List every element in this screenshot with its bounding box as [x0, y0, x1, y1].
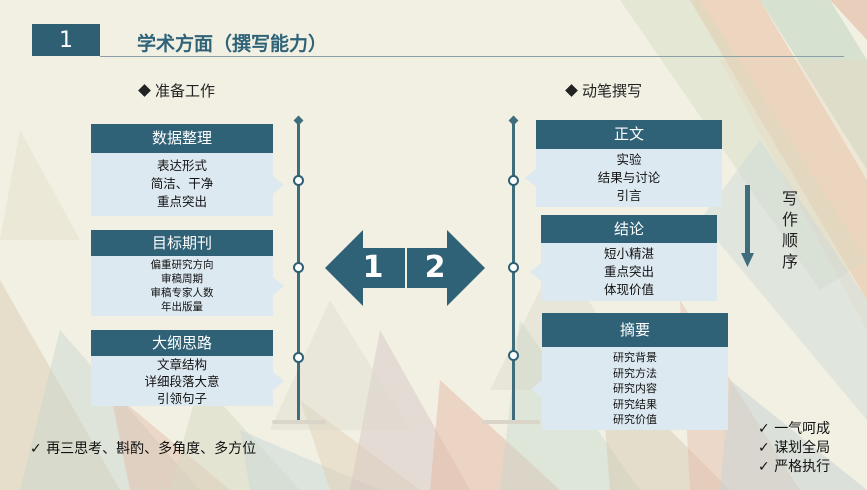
- right-arrow-shape: [407, 230, 485, 306]
- right-timeline-node: [508, 262, 519, 273]
- card-pointer: [525, 169, 536, 187]
- arrow-label-left: 1: [362, 250, 384, 285]
- left-timeline-base: [272, 420, 326, 424]
- right-section-title: 动笔撰写: [565, 80, 643, 101]
- down-arrow-icon: [741, 185, 754, 267]
- card-item: 短小精湛: [603, 246, 654, 261]
- left-section-label: 准备工作: [155, 82, 216, 100]
- card-pointer: [531, 379, 542, 398]
- card-data-organize: 数据整理 表达形式 简洁、干净 重点突出: [91, 124, 284, 216]
- page-title: 学术方面（撰写能力）: [137, 33, 328, 55]
- card-abstract: 摘要 研究背景 研究方法 研究内容 研究结果 研究价值: [531, 313, 728, 430]
- card-title: 大纲思路: [91, 330, 273, 356]
- card-item: 表达形式: [156, 158, 207, 173]
- check-icon: ✓: [758, 440, 775, 456]
- card-pointer: [530, 263, 541, 281]
- checklist-item: 一气呵成: [774, 421, 831, 437]
- card-title: 结论: [541, 215, 717, 243]
- check-icon: ✓: [758, 421, 775, 437]
- diamond-bullet-icon: [565, 84, 578, 97]
- card-title: 摘要: [542, 313, 728, 347]
- bottom-right-checklist: ✓ 一气呵成 ✓ 谋划全局 ✓ 严格执行: [758, 420, 830, 477]
- card-item: 体现价值: [603, 282, 654, 297]
- left-timeline-node: [293, 262, 304, 273]
- card-item: 年出版量: [161, 301, 203, 313]
- double-arrow-icon: [325, 230, 485, 306]
- card-item: 研究结果: [613, 397, 657, 411]
- card-item: 研究内容: [613, 382, 657, 395]
- card-title: 数据整理: [91, 124, 273, 153]
- check-icon: ✓: [758, 459, 775, 475]
- left-timeline-node: [293, 352, 304, 363]
- card-conclusion: 结论 短小精湛 重点突出 体现价值: [530, 215, 717, 301]
- card-item: 实验: [616, 152, 642, 167]
- left-timeline-node: [293, 175, 304, 186]
- left-arrow-shape: [325, 230, 405, 306]
- card-main-text: 正文 实验 结果与讨论 引言: [525, 120, 722, 207]
- card-title: 正文: [536, 120, 722, 149]
- card-pointer: [273, 175, 284, 194]
- checklist-item: 严格执行: [774, 459, 831, 475]
- card-item: 详细段落大意: [144, 374, 220, 389]
- card-item: 研究背景: [613, 351, 657, 364]
- title-underline: [100, 56, 844, 57]
- right-timeline-node: [508, 175, 519, 186]
- bottom-left-note: ✓ 再三思考、斟酌、多角度、多方位: [30, 441, 257, 457]
- check-icon: ✓: [30, 441, 47, 457]
- card-pointer: [273, 277, 284, 295]
- card-item: 审稿专家人数: [150, 287, 214, 299]
- card-outline: 大纲思路 文章结构 详细段落大意 引领句子: [91, 330, 284, 406]
- card-item: 研究方法: [613, 366, 657, 380]
- writing-order-label: 写 作 顺 序: [781, 189, 798, 271]
- card-item: 文章结构: [156, 357, 207, 372]
- left-section-title: 准备工作: [138, 80, 216, 101]
- card-item: 审稿周期: [161, 273, 203, 285]
- card-item: 研究价值: [613, 413, 657, 426]
- card-item: 引言: [616, 188, 642, 203]
- right-timeline-base: [482, 420, 540, 424]
- card-item: 偏重研究方向: [150, 259, 214, 271]
- card-item: 重点突出: [156, 194, 207, 209]
- card-item: 简洁、干净: [150, 176, 214, 191]
- card-target-journal: 目标期刊 偏重研究方向 审稿周期 审稿专家人数 年出版量: [91, 230, 284, 316]
- card-title: 目标期刊: [91, 230, 273, 256]
- arrow-label-right: 2: [424, 250, 446, 285]
- right-timeline-node: [508, 350, 519, 361]
- card-pointer: [273, 372, 284, 390]
- card-item: 引领句子: [156, 391, 207, 406]
- checklist-item: 谋划全局: [774, 440, 831, 456]
- card-item: 结果与讨论: [597, 170, 661, 185]
- card-item: 重点突出: [603, 264, 654, 279]
- right-section-label: 动笔撰写: [582, 82, 643, 100]
- section-number-badge: 1: [32, 24, 100, 56]
- diamond-bullet-icon: [138, 84, 151, 97]
